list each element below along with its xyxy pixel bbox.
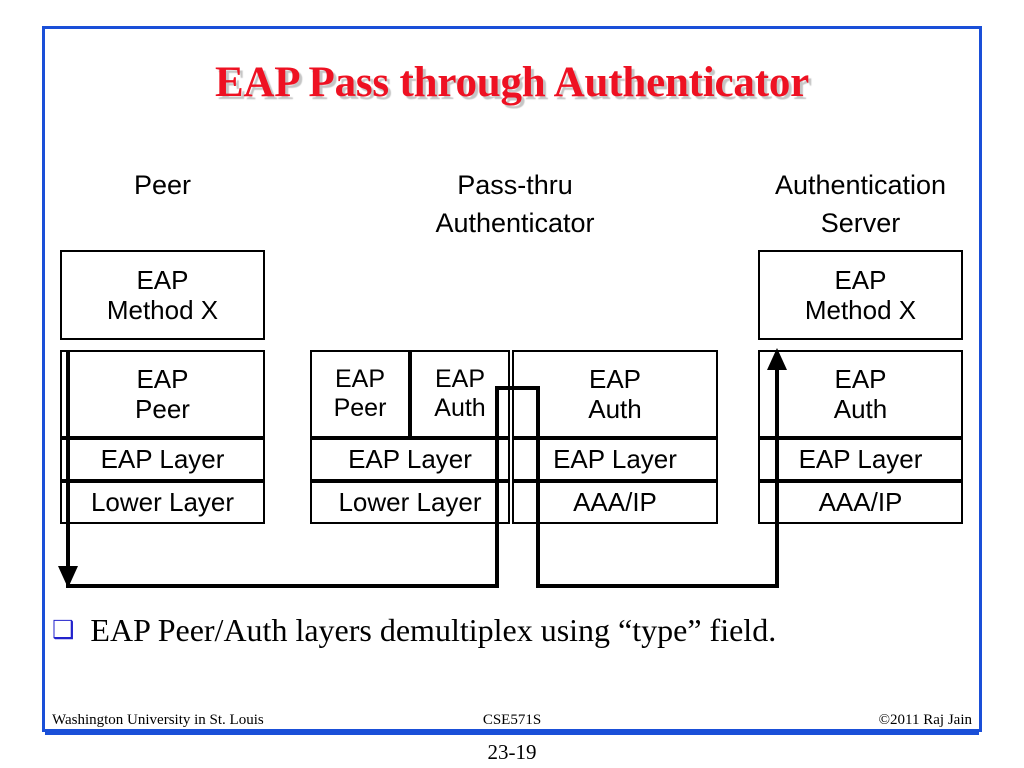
- box-server-eap-layer: EAP Layer: [758, 438, 963, 481]
- footer-copyright: ©2011 Raj Jain: [878, 712, 972, 728]
- bullet-text: EAP Peer/Auth layers demultiplex using “…: [90, 612, 777, 648]
- column-header-authentication-server: Authentication Server: [774, 170, 947, 238]
- connector-peer-horizontal: [66, 584, 499, 588]
- page-number: 23-19: [487, 740, 537, 764]
- footer-course-code: CSE571S: [482, 712, 542, 728]
- column-header-passthru-authenticator: Pass-thru Authenticator: [435, 170, 595, 238]
- connector-server-horizontal: [536, 584, 779, 588]
- box-peer-eap-method-x: EAP Method X: [60, 250, 265, 340]
- box-peer-eap-peer: EAP Peer: [60, 350, 265, 438]
- slide-border-frame: [42, 26, 982, 732]
- footer-institution: Washington University in St. Louis: [52, 712, 264, 728]
- bullet-square-icon: ❑: [52, 615, 75, 644]
- connector-passthru-right-vertical: [536, 388, 540, 588]
- box-passthru-eap-layer-right: EAP Layer: [512, 438, 718, 481]
- box-passthru-eap-auth-right: EAP Auth: [512, 350, 718, 438]
- box-passthru-eap-layer-left: EAP Layer: [310, 438, 510, 481]
- connector-passthru-left-vertical: [495, 388, 499, 588]
- box-server-eap-auth: EAP Auth: [758, 350, 963, 438]
- footer-divider: [45, 731, 979, 735]
- arrow-up-icon: [767, 348, 787, 370]
- box-passthru-eap-peer: EAP Peer: [310, 350, 410, 438]
- arrow-down-icon: [58, 566, 78, 588]
- connector-eap-auth-bracket: [495, 386, 540, 390]
- box-passthru-eap-auth-left: EAP Auth: [410, 350, 510, 438]
- column-header-peer: Peer: [133, 170, 192, 200]
- page-title: EAP Pass through Authenticator: [214, 59, 810, 106]
- connector-peer-vertical: [66, 352, 70, 584]
- box-server-aaa-ip: AAA/IP: [758, 481, 963, 524]
- box-peer-lower-layer: Lower Layer: [60, 481, 265, 524]
- box-server-eap-method-x: EAP Method X: [758, 250, 963, 340]
- box-passthru-lower-layer: Lower Layer: [310, 481, 510, 524]
- box-peer-eap-layer: EAP Layer: [60, 438, 265, 481]
- box-passthru-aaa-ip: AAA/IP: [512, 481, 718, 524]
- bullet-list-item: ❑ EAP Peer/Auth layers demultiplex using…: [52, 608, 962, 652]
- connector-server-vertical: [775, 360, 779, 588]
